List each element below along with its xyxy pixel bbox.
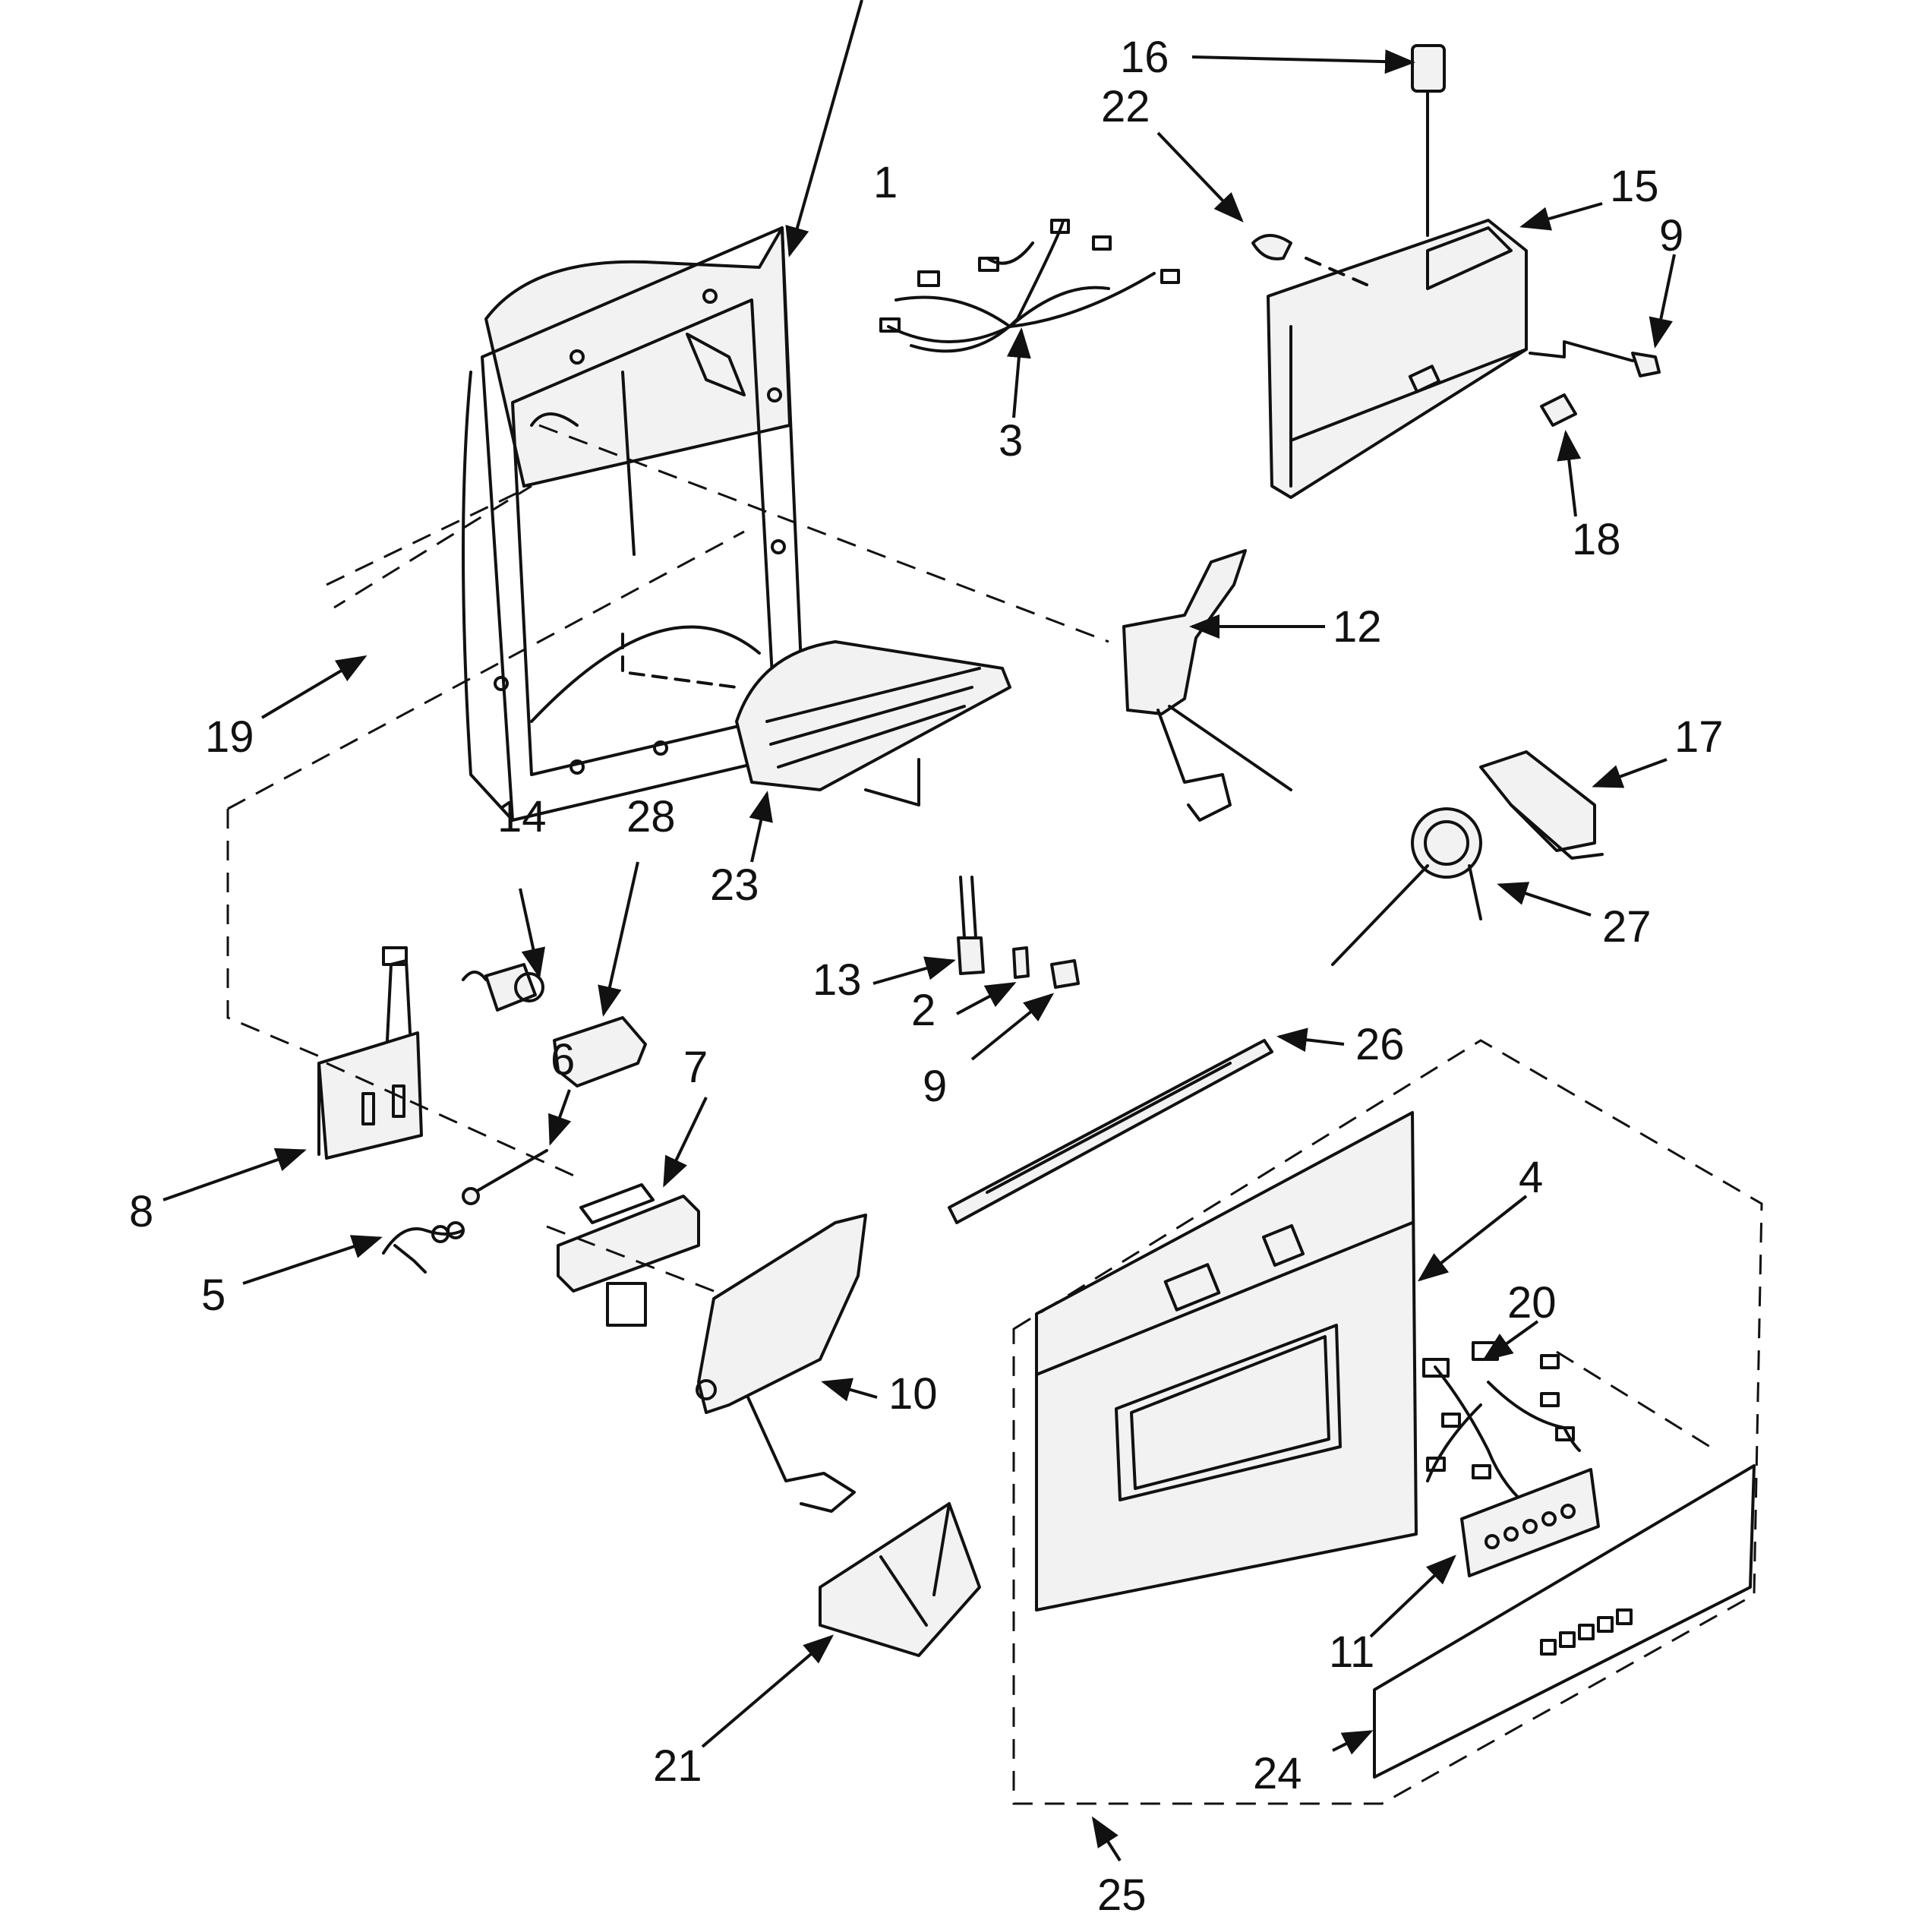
bracket-part [957,876,1080,989]
callout-20: 20 [1507,1278,1557,1327]
assembly-outline [226,424,1763,1805]
chute-cup-part [819,1502,981,1657]
callout-10: 10 [888,1369,938,1419]
callout-16: 16 [1120,33,1169,82]
callout-17: 17 [1674,712,1724,762]
callout-28: 28 [626,792,676,841]
callout-12: 12 [1333,602,1382,652]
callout-26: 26 [1355,1020,1405,1069]
callout-3: 3 [999,416,1023,466]
motor-clip-part [553,1016,647,1088]
callout-15: 15 [1610,162,1659,211]
callout-13: 13 [812,955,862,1005]
callout-7: 7 [683,1043,708,1092]
callout-21: 21 [653,1741,702,1791]
actuator-arm-part [696,1214,867,1513]
spring-part [382,1221,465,1274]
callout-14: 14 [497,792,547,841]
latch-part [557,1183,700,1327]
callout-8: 8 [129,1187,153,1236]
chute-door-arm-part [1122,549,1292,822]
trim-strip-part [948,1039,1273,1224]
callout-25: 25 [1097,1870,1147,1920]
control-board-part [1460,1468,1600,1577]
small-motor-part [462,963,544,1012]
callout-4: 4 [1519,1153,1543,1202]
upper-housing-part [1251,44,1661,499]
thermostat-part [1331,750,1604,966]
callout-2: 2 [911,986,936,1035]
callout-11: 11 [1329,1627,1374,1677]
callout-19: 19 [205,712,254,762]
leader-lines [162,0,1676,1862]
callout-24: 24 [1253,1749,1302,1798]
callout-5: 5 [201,1271,226,1320]
decal-part [1373,1464,1756,1779]
callout-labels: 1 2 3 4 5 6 7 8 9 9 10 11 12 13 14 15 16… [129,33,1724,1920]
callout-27: 27 [1602,902,1652,952]
callout-1: 1 [873,158,898,207]
wire-harness-part [879,219,1180,353]
solenoid-block-part [317,946,423,1160]
ice-grate-part [621,633,1011,807]
callout-22: 22 [1101,82,1150,131]
front-panel-part [1035,1111,1418,1612]
callout-6: 6 [551,1035,575,1084]
callout-9-lower: 9 [923,1062,947,1111]
callout-23: 23 [710,860,759,910]
callout-18: 18 [1572,515,1621,564]
housing-frame-part [462,226,806,822]
callout-9-upper: 9 [1659,211,1683,260]
